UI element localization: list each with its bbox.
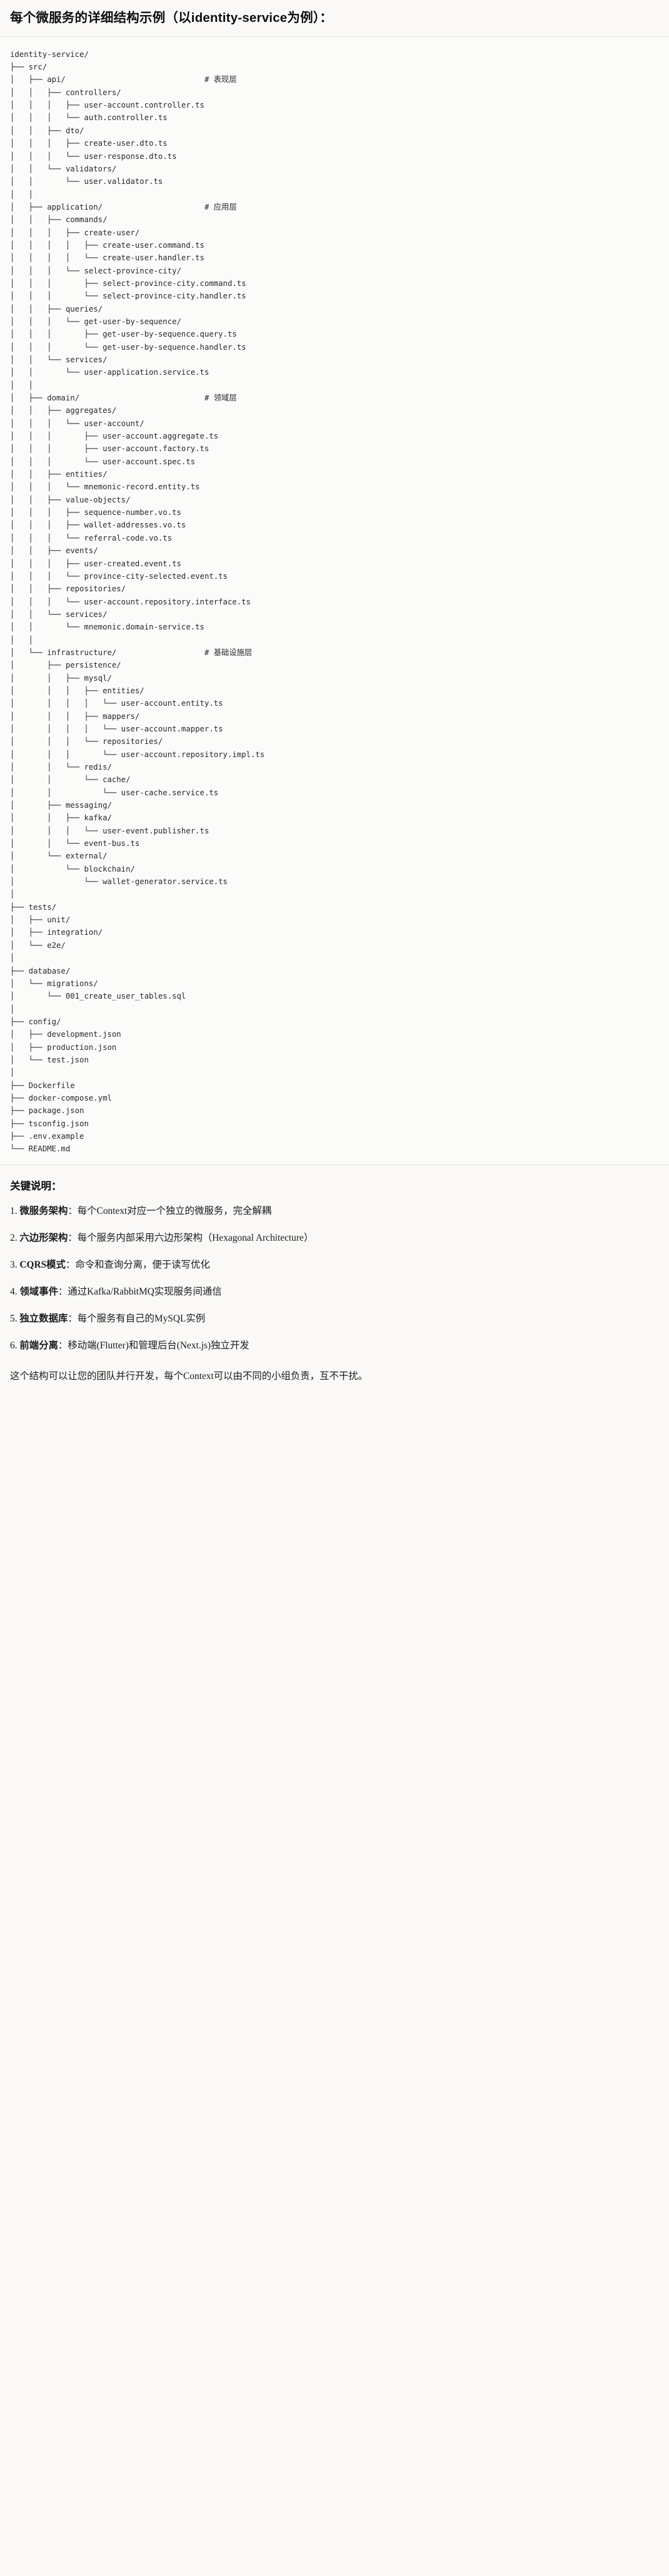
- note-separator: ：: [58, 1340, 68, 1352]
- note-number: 4.: [10, 1286, 18, 1297]
- note-term: CQRS模式: [19, 1259, 66, 1270]
- list-item: 6. 前端分离：移动端(Flutter)和管理后台(Next.js)独立开发: [10, 1338, 659, 1353]
- note-term: 六边形架构: [19, 1232, 68, 1243]
- page-title: 每个微服务的详细结构示例（以identity-service为例）：: [10, 11, 333, 25]
- tree-divider: [0, 1164, 669, 1165]
- list-item: 5. 独立数据库：每个服务有自己的MySQL实例: [10, 1311, 659, 1326]
- note-body: 命令和查询分离，便于读写优化: [75, 1259, 210, 1270]
- note-body: 移动端(Flutter)和管理后台(Next.js)独立开发: [68, 1340, 249, 1352]
- note-separator: ：: [68, 1313, 78, 1325]
- note-term: 独立数据库: [19, 1313, 68, 1325]
- note-number: 6.: [10, 1340, 18, 1352]
- list-item: 3. CQRS模式：命令和查询分离，便于读写优化: [10, 1258, 659, 1272]
- list-item: 4. 领域事件：通过Kafka/RabbitMQ实现服务间通信: [10, 1285, 659, 1299]
- note-body: 每个服务内部采用六边形架构（Hexagonal Architecture）: [77, 1232, 314, 1243]
- note-body: 通过Kafka/RabbitMQ实现服务间通信: [68, 1286, 222, 1297]
- note-body: 每个Context对应一个独立的微服务，完全解耦: [77, 1205, 272, 1216]
- note-number: 1.: [10, 1205, 18, 1216]
- directory-tree-block: identity-service/ ├── src/ │ ├── api/ # …: [0, 36, 669, 1164]
- note-number: 5.: [10, 1313, 18, 1325]
- directory-tree: identity-service/ ├── src/ │ ├── api/ # …: [10, 49, 265, 1154]
- note-separator: ：: [68, 1205, 78, 1216]
- key-notes-heading: 关键说明：: [10, 1180, 62, 1192]
- list-item: 1. 微服务架构：每个Context对应一个独立的微服务，完全解耦: [10, 1204, 659, 1218]
- note-separator: ：: [68, 1232, 78, 1243]
- note-number: 3.: [10, 1259, 18, 1270]
- note-separator: ：: [58, 1286, 68, 1297]
- list-item: 2. 六边形架构：每个服务内部采用六边形架构（Hexagonal Archite…: [10, 1231, 659, 1245]
- key-notes-section: 关键说明： 1. 微服务架构：每个Context对应一个独立的微服务，完全解耦 …: [0, 1165, 669, 1391]
- title-divider: [0, 36, 669, 37]
- note-separator: ：: [65, 1259, 76, 1270]
- key-notes-list: 1. 微服务架构：每个Context对应一个独立的微服务，完全解耦 2. 六边形…: [10, 1204, 659, 1353]
- note-term: 前端分离: [19, 1340, 58, 1352]
- note-term: 领域事件: [19, 1286, 58, 1297]
- note-body: 每个服务有自己的MySQL实例: [77, 1313, 206, 1325]
- note-number: 2.: [10, 1232, 18, 1243]
- note-term: 微服务架构: [19, 1205, 68, 1216]
- closing-paragraph: 这个结构可以让您的团队并行开发，每个Context可以由不同的小组负责，互不干扰…: [10, 1371, 368, 1382]
